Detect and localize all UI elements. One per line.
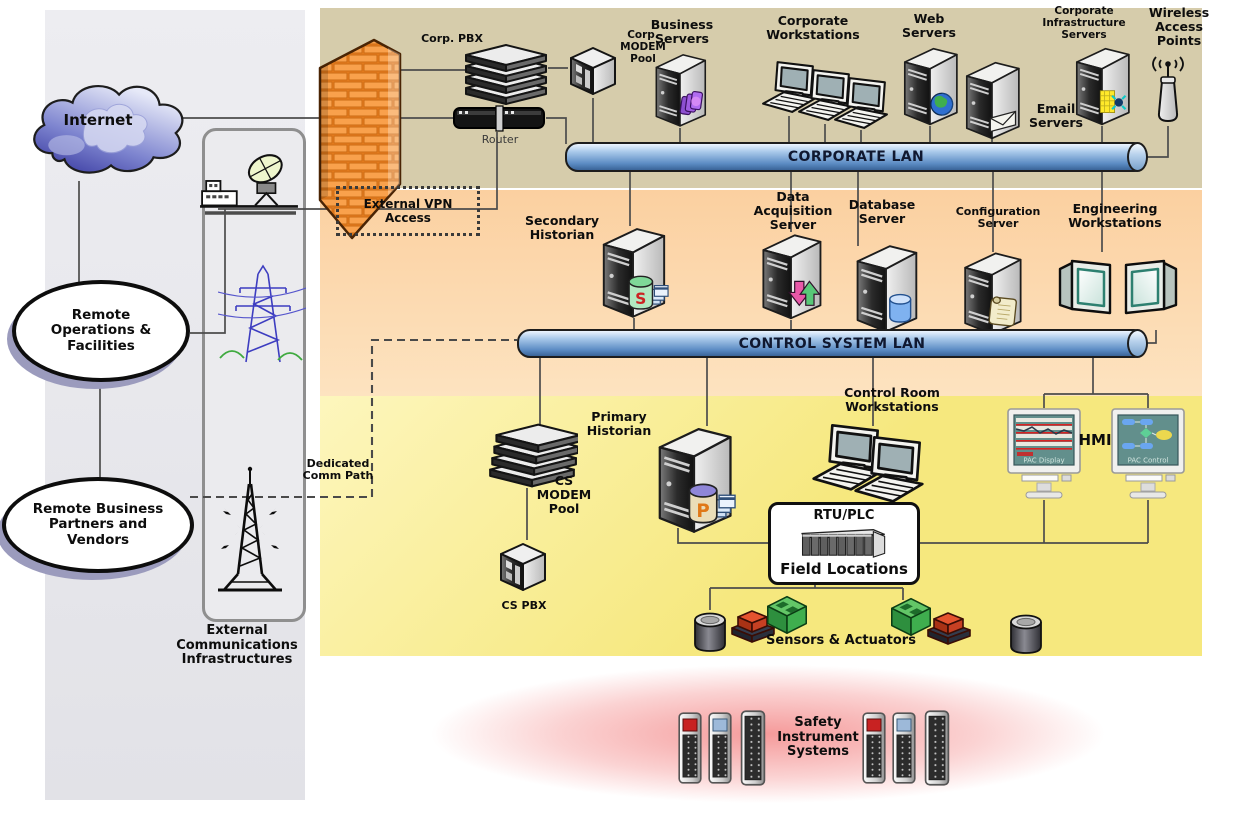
engineering-workstations-icon: [1058, 259, 1178, 315]
primary-historian-icon: P: [658, 427, 737, 534]
remote-partners-bubble: Remote Business Partners and Vendors: [2, 477, 194, 573]
cs-pbx-label: CS PBX: [501, 599, 547, 612]
remote-operations-label: Remote Operations & Facilities: [50, 306, 152, 354]
wireless-ap-label: Wireless Access Points: [1148, 5, 1210, 48]
safety-module-icon: [862, 712, 886, 784]
infrastructure-servers-label: Corporate Infrastructure Servers: [1042, 5, 1126, 41]
radio-tower-icon: [212, 466, 288, 592]
safety-module-icon: [678, 712, 702, 784]
cs-pbx-icon: [500, 543, 546, 591]
external-vpn-label: External VPN Access: [363, 197, 453, 225]
web-servers-label: Web Servers: [902, 11, 956, 40]
pbx-stack-icon: [465, 44, 547, 105]
safety-module-icon: [740, 710, 766, 786]
field-locations-box: RTU/PLC Field Locations: [768, 502, 920, 585]
primary-historian-label: Primary Historian: [586, 409, 652, 438]
router-icon: [453, 105, 545, 132]
control-system-lan-pipe: CONTROL SYSTEM LAN: [517, 329, 1148, 358]
configuration-server-icon: [964, 252, 1022, 336]
corporate-lan-pipe: CORPORATE LAN: [565, 142, 1148, 172]
remote-operations-bubble: Remote Operations & Facilities: [12, 280, 190, 382]
business-server-icon: [655, 53, 707, 127]
email-servers-label: Email Servers: [1029, 101, 1083, 130]
corp-pbx-label: Corp. PBX: [421, 32, 483, 45]
hmi-monitor-icon: PAC Control: [1111, 408, 1185, 499]
field-locations-label: Field Locations: [780, 560, 908, 579]
workstation-icon: [834, 77, 888, 129]
database-server-icon: [856, 245, 918, 333]
safety-instrument-label: Safety Instrument Systems: [777, 715, 859, 760]
internet-label: Internet: [63, 111, 133, 129]
infrastructure-server-icon: [1075, 47, 1130, 126]
remote-partners-label: Remote Business Partners and Vendors: [32, 500, 164, 548]
router-label: Router: [481, 133, 519, 146]
drum-icon: [1010, 614, 1042, 654]
email-server-icon: [965, 61, 1020, 140]
corporate-workstations-label: Corporate Workstations: [766, 13, 860, 42]
hmi-monitor-icon: PAC Display: [1007, 408, 1081, 499]
rtu-rack-icon: [801, 529, 886, 558]
data-acquisition-label: Data Acquisition Server: [753, 189, 833, 232]
actuator-icon: [927, 612, 971, 645]
secondary-historian-icon: S: [602, 227, 670, 318]
internet-cloud-icon: [33, 85, 184, 174]
secondary-historian-label: Secondary Historian: [524, 213, 600, 242]
power-tower-icon: [218, 264, 306, 363]
corp-modem-pool-label: Corp. MODEM Pool: [620, 29, 666, 65]
dedicated-comm-label: Dedicated Comm Path: [302, 457, 374, 483]
sensors-actuators-label: Sensors & Actuators: [766, 633, 916, 648]
pac-control-label: PAC Control: [1128, 457, 1169, 465]
external-comms-container: [202, 128, 306, 622]
web-server-icon: [903, 47, 958, 126]
engineering-workstations-label: Engineering Workstations: [1068, 201, 1162, 230]
control-system-zone: [320, 190, 1202, 396]
database-server-label: Database Server: [848, 197, 916, 226]
historian-s-badge: S: [635, 290, 646, 308]
historian-p-badge: P: [696, 501, 709, 522]
safety-module-icon: [708, 712, 732, 784]
external-vpn-box: External VPN Access: [336, 186, 480, 236]
safety-glow: [300, 638, 1236, 830]
pipe-cap: [1127, 142, 1148, 172]
external-comms-label: External Communications Infrastructures: [176, 623, 298, 668]
drum-icon: [694, 612, 726, 652]
pipe-cap: [1127, 329, 1148, 358]
business-servers-label: Business Servers: [650, 17, 714, 46]
safety-module-icon: [924, 710, 950, 786]
control-system-lan-label: CONTROL SYSTEM LAN: [738, 335, 926, 352]
satellite-station-icon: [200, 154, 298, 208]
configuration-server-label: Configuration Server: [955, 205, 1041, 231]
pac-display-label: PAC Display: [1023, 457, 1064, 465]
rtu-plc-label: RTU/PLC: [813, 508, 875, 523]
cs-modem-pool-label: CS MODEM Pool: [536, 473, 592, 516]
workstation-icon: [854, 436, 924, 503]
wireless-ap-icon: [1152, 56, 1184, 123]
hmi-label: HMI: [1078, 431, 1112, 449]
corporate-lan-label: CORPORATE LAN: [787, 149, 925, 165]
sensor-block-icon: [766, 595, 808, 635]
control-room-workstations-label: Control Room Workstations: [844, 385, 940, 414]
safety-module-icon: [892, 712, 916, 784]
data-acquisition-server-icon: [762, 234, 822, 320]
